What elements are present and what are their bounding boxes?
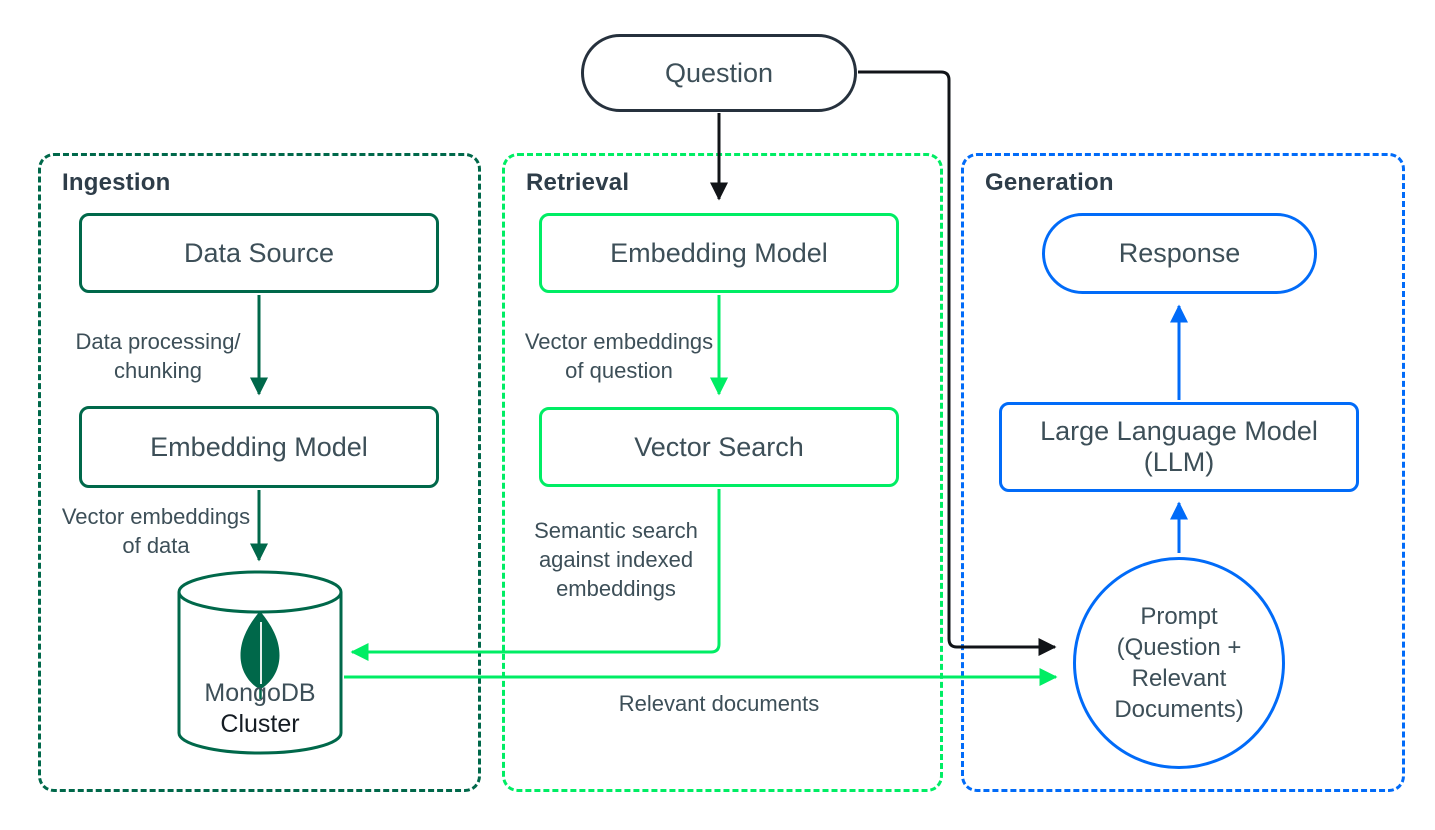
- node-response: Response: [1042, 213, 1317, 294]
- label-semantic-search: Semantic search against indexed embeddin…: [534, 518, 698, 601]
- label-relevant-documents: Relevant documents: [618, 691, 820, 716]
- zone-generation-title: Generation: [985, 169, 1114, 196]
- label-vector-embeddings-of-data: Vector embeddings of data: [61, 504, 251, 558]
- node-llm: Large Language Model (LLM): [999, 402, 1359, 492]
- node-embedding-model-retrieval: Embedding Model: [539, 213, 899, 293]
- node-prompt: Prompt (Question + Relevant Documents): [1073, 557, 1285, 769]
- node-vector-search: Vector Search: [539, 407, 899, 487]
- zone-ingestion-title: Ingestion: [62, 169, 171, 196]
- node-question: Question: [581, 34, 857, 112]
- node-mongodb-cluster-label: MongoDB Cluster: [178, 678, 342, 740]
- zone-retrieval-title: Retrieval: [526, 169, 630, 196]
- cluster-text: Cluster: [220, 710, 300, 738]
- label-vector-embeddings-of-question: Vector embeddings of question: [524, 329, 714, 383]
- node-data-source: Data Source: [79, 213, 439, 293]
- node-embedding-model-ingestion: Embedding Model: [79, 406, 439, 488]
- label-data-processing-chunking: Data processing/ chunking: [75, 329, 241, 383]
- zone-ingestion: Ingestion: [38, 153, 481, 792]
- mongodb-text: MongoDB: [204, 679, 316, 707]
